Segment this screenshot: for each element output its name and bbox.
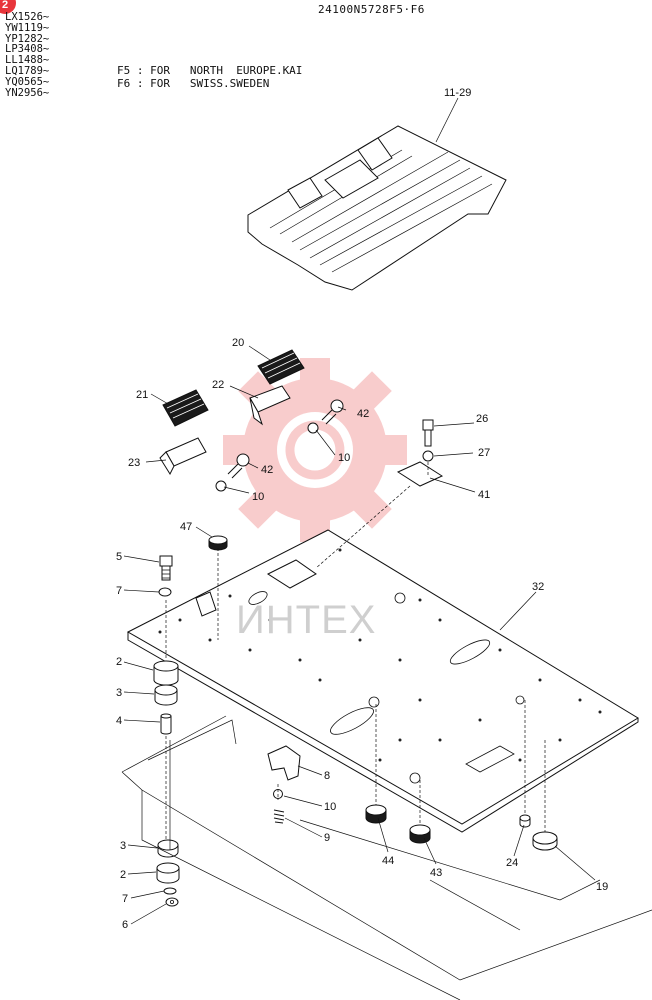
mount-47 bbox=[208, 535, 228, 551]
callout-43: 43 bbox=[430, 867, 442, 879]
callout-9: 9 bbox=[324, 832, 330, 844]
pedal-bracket-22 bbox=[249, 385, 291, 426]
mount-19 bbox=[532, 831, 558, 851]
callout-6: 6 bbox=[122, 919, 128, 931]
callout-4: 4 bbox=[116, 715, 122, 727]
callout-11-29: 11-29 bbox=[444, 87, 471, 99]
serial-number: LQ1789~ bbox=[5, 64, 50, 77]
variant-notes: F5 : FOR NORTH EUROPE.KAI F6 : FOR SWISS… bbox=[117, 64, 302, 90]
washer-10-left bbox=[215, 480, 227, 492]
callout-42: 42 bbox=[261, 464, 273, 476]
callout-10: 10 bbox=[338, 452, 350, 464]
callout-24: 24 bbox=[506, 857, 518, 869]
nut-6 bbox=[165, 897, 179, 907]
page-badge: 2 bbox=[0, 0, 16, 14]
serial-number: YP1282~ bbox=[5, 32, 50, 45]
callout-44: 44 bbox=[382, 855, 394, 867]
callout-19: 19 bbox=[596, 881, 608, 893]
watermark-text: ИНТЕХ bbox=[236, 598, 377, 642]
mount-43 bbox=[409, 824, 431, 844]
serial-number: LX1526~ bbox=[5, 11, 50, 23]
bracket-41 bbox=[396, 461, 444, 487]
washer-7-bottom bbox=[163, 887, 177, 895]
callout-42: 42 bbox=[357, 408, 369, 420]
serial-number-list: LX1526~ YW1119~ YP1282~ LP3408~ LL1488~ … bbox=[5, 12, 49, 98]
bolt-26 bbox=[422, 419, 434, 447]
watermark-gear-icon bbox=[223, 358, 407, 542]
pedal-21 bbox=[162, 389, 209, 427]
callout-5: 5 bbox=[116, 551, 122, 563]
callout-26: 26 bbox=[476, 413, 488, 425]
callout-41: 41 bbox=[478, 489, 490, 501]
callout-10: 10 bbox=[324, 801, 336, 813]
rubber-mount-3-top bbox=[154, 684, 178, 706]
callout-3: 3 bbox=[116, 687, 122, 699]
serial-number: LL1488~ bbox=[5, 54, 50, 67]
assembly-guides bbox=[165, 462, 546, 840]
rubber-mount-3-bottom bbox=[157, 839, 179, 858]
rubber-mount-2-bottom bbox=[156, 862, 180, 884]
screw-42-right bbox=[321, 399, 344, 425]
variant-note-f6: F6 : FOR SWISS.SWEDEN bbox=[117, 77, 270, 90]
callout-2: 2 bbox=[116, 656, 122, 668]
collar-4 bbox=[160, 713, 172, 735]
callout-27: 27 bbox=[478, 447, 490, 459]
callout-32: 32 bbox=[532, 581, 544, 593]
pedal-bracket-23 bbox=[159, 437, 207, 476]
leader-lines bbox=[123, 97, 596, 925]
callout-2: 2 bbox=[120, 869, 126, 881]
serial-number: YQ0565~ bbox=[5, 75, 50, 88]
callout-7: 7 bbox=[122, 893, 128, 905]
mount-44 bbox=[365, 804, 387, 824]
washer-10-right bbox=[307, 422, 319, 434]
floor-mat-upper bbox=[247, 125, 507, 291]
screw-42-left bbox=[227, 453, 250, 479]
serial-number: LP3408~ bbox=[5, 43, 50, 56]
callout-3: 3 bbox=[120, 840, 126, 852]
diagram-title: 24100N5728F5·F6 bbox=[318, 3, 425, 16]
bolt-5 bbox=[159, 555, 173, 581]
callout-23: 23 bbox=[128, 457, 140, 469]
washer-7-top bbox=[158, 587, 172, 597]
floor-plate-32 bbox=[126, 529, 639, 833]
variant-note-f5: F5 : FOR NORTH EUROPE.KAI bbox=[117, 64, 303, 77]
pedal-20 bbox=[257, 349, 305, 385]
cab-base-outline bbox=[121, 715, 652, 1000]
spring-9 bbox=[273, 809, 285, 824]
callout-7: 7 bbox=[116, 585, 122, 597]
callout-10: 10 bbox=[252, 491, 264, 503]
washer-27 bbox=[422, 450, 434, 462]
callout-22: 22 bbox=[212, 379, 224, 391]
serial-number: YW1119~ bbox=[5, 21, 50, 34]
callout-21: 21 bbox=[136, 389, 148, 401]
serial-number: YN2956~ bbox=[5, 86, 50, 99]
bracket-8 bbox=[267, 745, 301, 781]
mount-24 bbox=[519, 814, 531, 828]
callout-20: 20 bbox=[232, 337, 244, 349]
rubber-mount-2-top bbox=[153, 660, 179, 686]
callout-47: 47 bbox=[180, 521, 192, 533]
callout-8: 8 bbox=[324, 770, 330, 782]
